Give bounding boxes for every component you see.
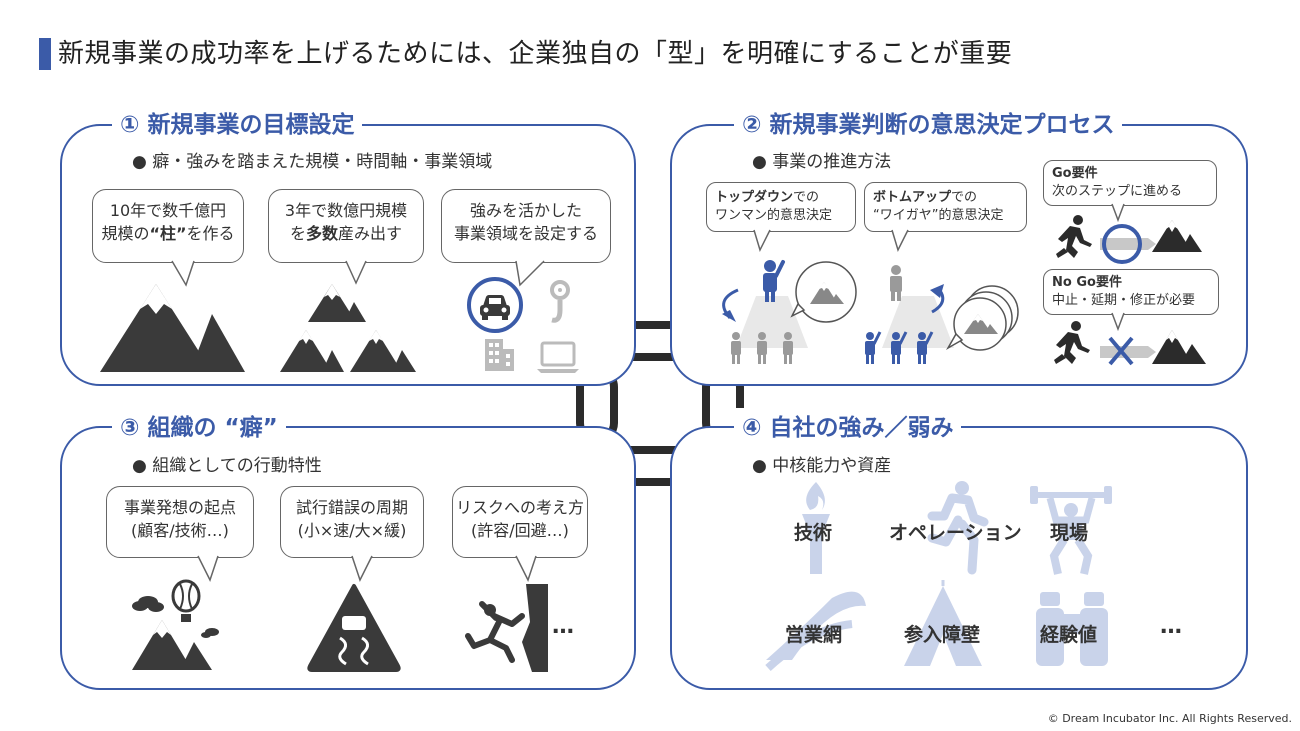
more-ellipsis: … (1160, 614, 1182, 639)
speech-bubble: 事業発想の起点 (顧客/技術…) (106, 486, 254, 558)
bubble-tail (1111, 310, 1125, 332)
bubble-text: を (289, 224, 306, 244)
bubble-line: 規模の“柱”を作る (93, 222, 243, 245)
copyright: © Dream Incubator Inc. All Rights Reserv… (1047, 712, 1292, 725)
car-icon (467, 277, 523, 333)
bubble-text: 産み出す (338, 224, 403, 244)
panel-title: ② 新規事業判断の意思決定プロセス (734, 105, 1123, 139)
bubble-text: での (951, 190, 978, 205)
bubble-tail (891, 227, 909, 253)
speech-bubble: リスクへの考え方 (許容/回避…) (452, 486, 588, 558)
asset-label: 参入障壁 (904, 624, 981, 646)
bubble-line: 試行錯誤の周期 (295, 498, 408, 517)
weightlifter-icon (1030, 486, 1112, 575)
page-title: 新規事業の成功率を上げるためには、企業独自の「型」を明確にすることが重要 (58, 39, 1013, 69)
bubble-heading: No Go要件 (1052, 275, 1122, 290)
bubble-line: (顧客/技術…) (131, 521, 229, 541)
bubble-line: 10年で数千億円 (109, 201, 227, 220)
bubble-line: 中止・延期・修正が必要 (1052, 292, 1196, 308)
network-swoosh-icon (765, 591, 866, 671)
asset-label: オペレーション (889, 522, 1022, 544)
speech-bubble: 10年で数千億円 規模の“柱”を作る (92, 189, 244, 263)
speech-bubble-bottom-up: ボトムアップでの “ワイガヤ”的意思決定 (864, 182, 1027, 232)
bubble-heading: Go要件 (1052, 166, 1098, 181)
panel-title: ④ 自社の強み／弱み (734, 408, 962, 442)
bubble-line: 3年で数億円規模 (284, 201, 408, 220)
bullet-text: ● 癖・強みを踏まえた規模・時間軸・事業領域 (132, 152, 493, 172)
bubble-emphasis: ボトムアップ (873, 190, 952, 205)
go-illustration (1056, 215, 1202, 264)
bubble-line: “ワイガヤ”的意思決定 (873, 207, 1004, 223)
bubble-text: 規模の (101, 224, 150, 244)
small-mountains-icon (280, 284, 416, 372)
bullet-text: ● 事業の推進方法 (752, 152, 892, 172)
bubble-line: (小×速/大×緩) (297, 521, 407, 541)
panel-title: ③ 組織の “癖” (112, 408, 286, 442)
more-ellipsis: … (552, 614, 574, 639)
bubble-line: ボトムアップでの (873, 189, 1020, 207)
building-icon (485, 339, 514, 371)
top-down-illustration (722, 260, 857, 364)
bubble-tail (515, 258, 545, 287)
speech-bubble: 3年で数億円規模 を多数産み出す (268, 189, 424, 263)
laptop-icon (537, 341, 579, 373)
slippery-road-icon (307, 584, 401, 672)
bubble-tail (197, 553, 219, 582)
speech-bubble-top-down: トップダウンでの ワンマン的意思決定 (706, 182, 856, 232)
balloon-mountain-icon (132, 579, 219, 670)
large-mountain-icon (100, 284, 245, 372)
bubble-tail (171, 258, 195, 287)
bubble-text: を作る (186, 224, 235, 244)
panel-title: ① 新規事業の目標設定 (112, 105, 363, 139)
bubble-emphasis: トップダウン (715, 190, 794, 205)
bubble-line: 事業発想の起点 (123, 498, 236, 517)
bubble-line: 強みを活かした (469, 201, 582, 220)
bubble-text: での (793, 190, 820, 205)
bubble-tail (351, 553, 373, 582)
no-go-requirement-bubble: No Go要件 中止・延期・修正が必要 (1043, 269, 1219, 315)
bullet-text: ● 中核能力や資産 (752, 456, 892, 476)
bubble-emphasis: 多数 (305, 224, 338, 244)
speech-bubble: 試行錯誤の周期 (小×速/大×緩) (280, 486, 424, 558)
crane-hook-icon (550, 280, 570, 323)
bottom-up-illustration (865, 265, 1019, 364)
asset-label: 経験値 (1040, 624, 1098, 646)
bubble-tail (515, 553, 537, 582)
runner-icon (927, 481, 989, 575)
rock-climber-icon (465, 584, 548, 672)
asset-label: 技術 (794, 522, 833, 544)
tent-barrier-icon (904, 580, 982, 666)
bubble-tail (345, 258, 367, 285)
asset-label: 営業網 (785, 624, 843, 646)
go-requirement-bubble: Go要件 次のステップに進める (1043, 160, 1217, 206)
bubble-emphasis: “柱” (149, 224, 187, 244)
bubble-line: トップダウンでの (715, 189, 849, 207)
title-accent-bar (39, 38, 51, 70)
bubble-line: ワンマン的意思決定 (715, 207, 833, 223)
bubble-line: (許容/回避…) (471, 521, 569, 541)
no-go-illustration (1054, 321, 1206, 366)
bullet-text: ● 組織としての行動特性 (132, 456, 322, 476)
asset-label: 現場 (1050, 522, 1089, 544)
torch-icon (802, 482, 830, 574)
speech-bubble: 強みを活かした 事業領域を設定する (441, 189, 611, 263)
bubble-line: を多数産み出す (269, 222, 423, 245)
binoculars-icon (1036, 592, 1108, 666)
bubble-line: 事業領域を設定する (453, 224, 598, 244)
bubble-line: 次のステップに進める (1052, 183, 1183, 199)
bubble-line: リスクへの考え方 (455, 498, 584, 517)
bubble-tail (753, 227, 771, 253)
bubble-tail (1111, 201, 1125, 223)
